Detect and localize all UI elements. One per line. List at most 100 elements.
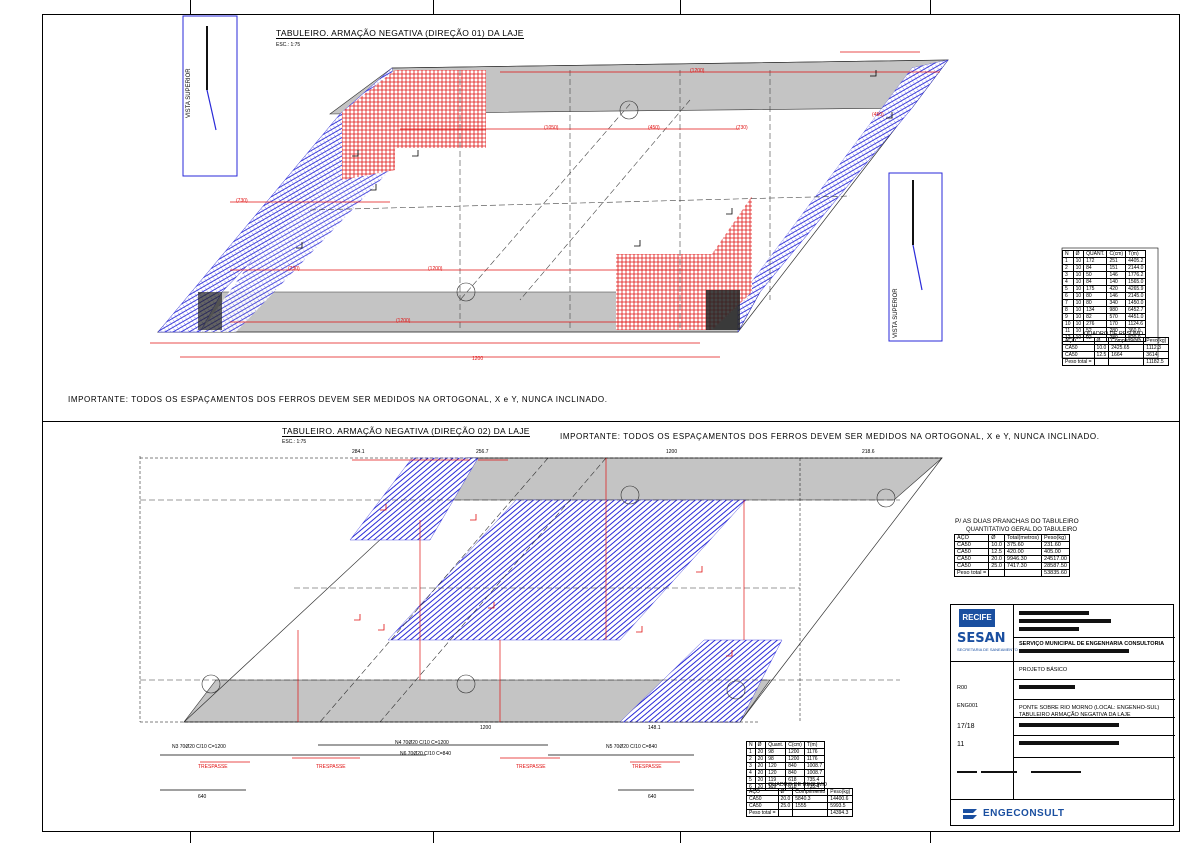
table-cell: 14400.6 (827, 795, 854, 803)
table-cell: 10 (1062, 320, 1074, 328)
vista-superior-frame-left (182, 15, 238, 177)
drawing-frame (42, 14, 1180, 832)
table-cell: QUANT. (1083, 250, 1108, 258)
trespasse-label: TRESPASSE (316, 764, 346, 770)
vista-superior-label-left: VISTA SUPERIOR (186, 68, 192, 118)
bottom-plan-title: TABULEIRO. ARMAÇÃO NEGATIVA (DIREÇÃO 02)… (282, 426, 530, 437)
top-plan-title: TABULEIRO. ARMAÇÃO NEGATIVA (DIREÇÃO 01)… (276, 28, 524, 39)
table-cell: 98 (765, 755, 787, 763)
project-name: PONTE SOBRE RIO MORNO (LOCAL: ENGENHO-SU… (1019, 705, 1160, 711)
callout-mark (296, 242, 303, 249)
table-cell: 2425.65 (1108, 344, 1145, 352)
drawing-number: 11 (957, 741, 965, 748)
table-cell: Ø (1093, 337, 1110, 345)
frame-tick (930, 832, 931, 843)
table-cell: 1776.2 (1125, 271, 1147, 279)
trespasse-label: TRESPASSE (632, 764, 662, 770)
table-cell: 1112.3 (1143, 344, 1170, 352)
callout-mark (470, 514, 477, 521)
table-cell: N (746, 741, 756, 749)
sheet-number: 17/18 (957, 723, 975, 730)
dimension-text: (730) (736, 125, 748, 131)
phase-label: PROJETO BÁSICO (1019, 667, 1068, 673)
bar-callout: N3 70Ø20 C/10 C=1200 (172, 744, 226, 750)
slab-strip-top-2 (427, 457, 943, 501)
table-cell: 24517.00 (1041, 555, 1070, 563)
table-cell: 231.60 (1041, 541, 1070, 549)
pile-circle (456, 674, 476, 694)
table-cell (988, 569, 1005, 577)
table-cell: 10 (1072, 264, 1085, 272)
pile-circle (620, 485, 640, 505)
table-cell: 570 (1106, 313, 1127, 321)
centerlines-2 (140, 457, 900, 723)
table-cell: 3614 (1143, 351, 1170, 359)
bar-callout: N6 70Ø20 C/10 C=840 (400, 751, 452, 757)
table-cell: 10 (1072, 257, 1085, 265)
table-cell: 2144.0 (1125, 264, 1147, 272)
table-cell: 10 (1072, 278, 1085, 286)
top-important-note: IMPORTANTE: TODOS OS ESPAÇAMENTOS DOS FE… (68, 395, 608, 404)
frame-tick (190, 832, 191, 843)
blue-rebar-band-right-2 (738, 60, 948, 300)
table-cell: 20.0 (988, 555, 1005, 563)
dimension-text: 148.1 (648, 725, 661, 731)
table-cell: T(m) (803, 741, 826, 749)
frame-tick (680, 832, 681, 843)
dimension-text: (730) (288, 266, 300, 272)
callout-mark (726, 650, 733, 657)
dimension-text: (730) (236, 198, 248, 204)
table-cell: 4 (1062, 278, 1074, 286)
table-cell: 1450.0 (1125, 299, 1147, 307)
table-cell: 840 (785, 769, 805, 777)
table-cell: 1 (746, 748, 756, 756)
table-cell: 53835.60 (1041, 569, 1070, 577)
table-cell (1108, 358, 1145, 366)
callout-mark (370, 184, 377, 191)
red-rebar-block-top (395, 70, 486, 148)
table-cell: Peso(kg) (1143, 337, 1170, 345)
drawing-name: TABULEIRO ARMAÇÃO NEGATIVA DA LAJE (1019, 712, 1131, 718)
table-cell (792, 809, 829, 817)
table-cell: 5 (1062, 285, 1074, 293)
table-cell: C(cm) (1106, 250, 1127, 258)
table-cell: 1008.7 (803, 769, 826, 777)
dimension-text: (1050) (544, 125, 559, 131)
table-cell: 1555 (792, 802, 829, 810)
table-row: Peso total =53835.60 (953, 569, 1070, 577)
table-row: Peso total =14394.3 (746, 809, 854, 817)
table-cell: 10 (1072, 320, 1085, 328)
table-cell: 146 (1106, 271, 1127, 279)
pile-circle (619, 100, 639, 120)
table-cell: 6 (1062, 292, 1074, 300)
table-cell: 420 (1106, 285, 1127, 293)
dimension-text: (1200) (428, 266, 443, 272)
table-cell: 3 (1062, 271, 1074, 279)
dimension-text: (450) (872, 112, 884, 118)
table-cell: Peso(kg) (827, 788, 854, 796)
callout-mark (378, 624, 385, 631)
dimension-text: 218.6 (862, 449, 875, 455)
table-cell: AÇO (746, 788, 779, 796)
table-cell: 1176 (803, 748, 826, 756)
table-cell: 82 (1083, 313, 1108, 321)
bar-shapes (160, 744, 694, 791)
rebar-dense-zone (706, 290, 740, 330)
table-cell: CA50 (953, 548, 990, 556)
table-cell: CA50 (1062, 351, 1095, 359)
table-cell: AÇO (953, 534, 990, 542)
engeconsult-logo-icon (961, 805, 979, 823)
